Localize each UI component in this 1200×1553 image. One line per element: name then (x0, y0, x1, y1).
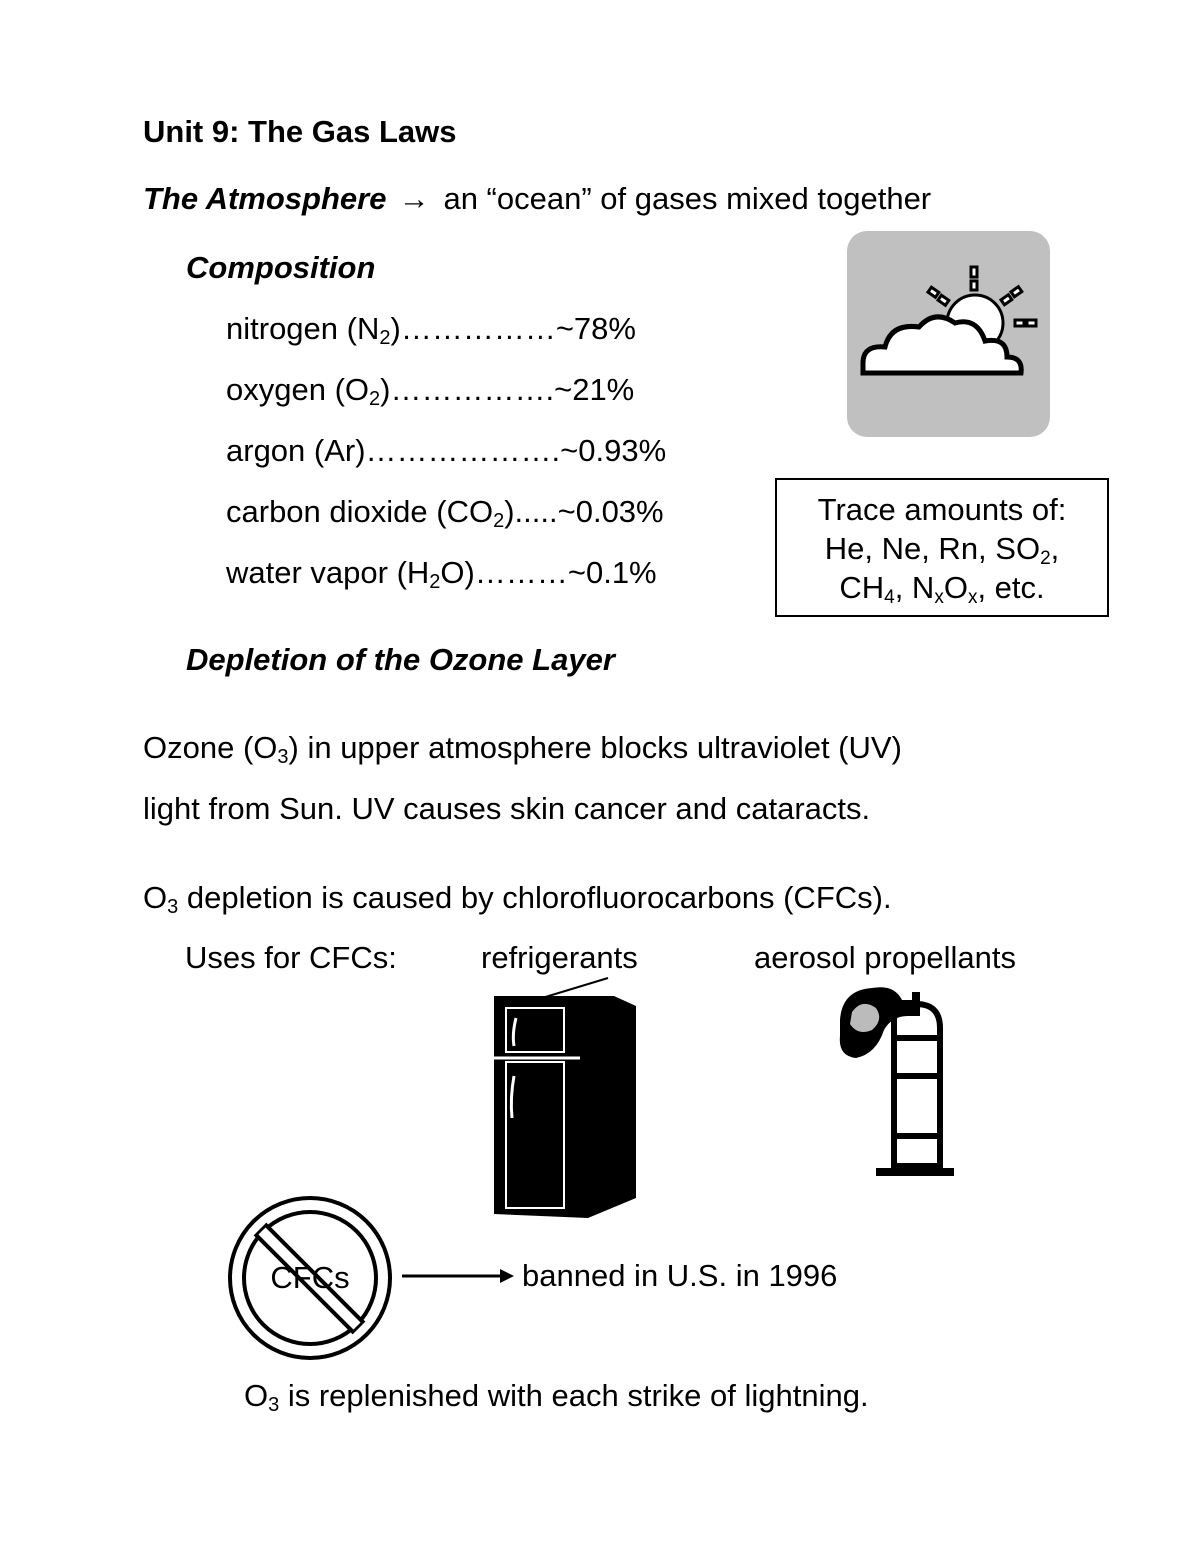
composition-row: argon (Ar)……………….~0.93% (226, 433, 667, 468)
weather-clipart (847, 231, 1050, 437)
right-arrow-icon (402, 1269, 514, 1283)
ban-text: banned in U.S. in 1996 (522, 1258, 838, 1293)
replenish-text: O3 is replenished with each strike of li… (244, 1378, 869, 1416)
composition-row: water vapor (H2O)………~0.1% (226, 555, 657, 593)
atmosphere-term: The Atmosphere (143, 181, 387, 216)
composition-row: nitrogen (N2)……………~78% (226, 311, 636, 349)
cfc-paragraph: O3 depletion is caused by chlorofluoroca… (143, 880, 892, 918)
composition-row: oxygen (O2)…………….~21% (226, 372, 635, 410)
ozone-paragraph-line: light from Sun. UV causes skin cancer an… (143, 791, 871, 826)
sun-cloud-icon (860, 265, 1038, 376)
aerosol-can-icon (839, 987, 954, 1176)
arrow-icon: → (398, 181, 430, 216)
ozone-heading: Depletion of the Ozone Layer (186, 642, 615, 677)
refrigerator-icon (494, 977, 636, 1218)
use-refrigerants: refrigerants (481, 940, 638, 975)
page-title: Unit 9: The Gas Laws (143, 114, 457, 149)
composition-heading: Composition (186, 250, 376, 285)
atmosphere-text: an “ocean” of gases mixed together (443, 181, 932, 216)
trace-gases-box: Trace amounts of: He, Ne, Rn, SO2, CH4, … (775, 478, 1109, 617)
atmosphere-definition: The Atmosphere → an “ocean” of gases mixed… (143, 181, 931, 217)
trace-line: Trace amounts of: (817, 492, 1067, 527)
use-aerosol: aerosol propellants (754, 940, 1016, 975)
prohibition-icon: CFCs (228, 1196, 392, 1360)
ban-symbol-text: CFCs (270, 1260, 349, 1295)
trace-line: CH4, NxOx, etc. (839, 570, 1045, 608)
cfc-uses-label: Uses for CFCs: (185, 940, 397, 975)
composition-row: carbon dioxide (CO2).....~0.03% (226, 494, 664, 532)
ozone-paragraph-line: Ozone (O3) in upper atmosphere blocks ul… (143, 730, 902, 768)
trace-line: He, Ne, Rn, SO2, (824, 531, 1060, 569)
